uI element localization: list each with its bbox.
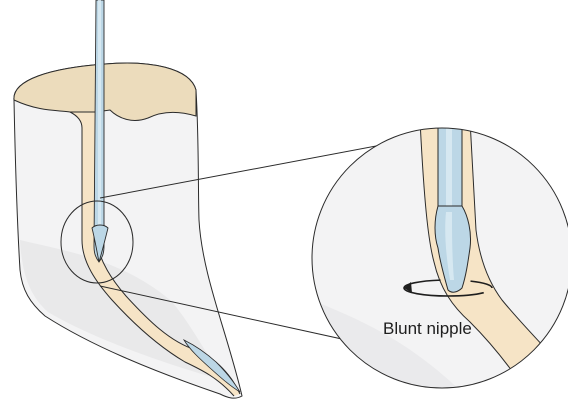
magnified-instrument-highlight [446, 120, 452, 206]
annotation-label: Blunt nipple [383, 319, 472, 338]
tooth [14, 63, 242, 398]
instrument-highlight [98, 0, 101, 240]
magnified-view: Blunt nipple [312, 120, 568, 400]
